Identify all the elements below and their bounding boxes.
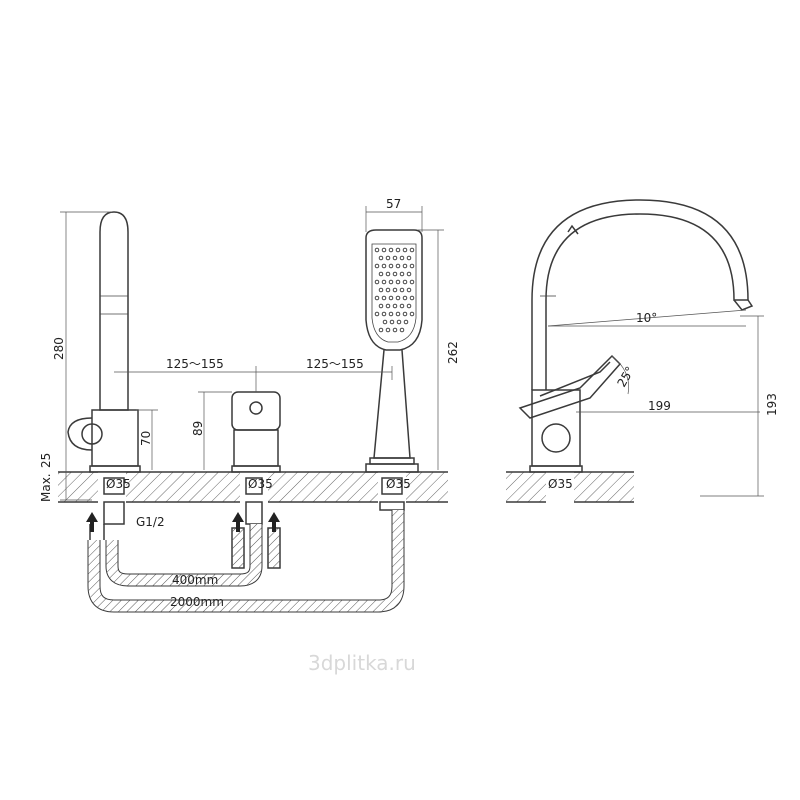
hole-mid-label: Ø35 [248, 477, 273, 491]
nozzle-dot [381, 311, 387, 317]
dim-max-label: Max. [39, 473, 53, 502]
dim-57: 57 [386, 197, 401, 211]
nozzle-dot [399, 303, 405, 309]
nozzle-dot [374, 279, 380, 285]
nozzle-dot [378, 255, 384, 261]
nozzle-dot [374, 247, 380, 253]
nozzle-dot [409, 279, 415, 285]
dim-spacing-left: 125～155 [166, 357, 224, 371]
dim-262: 262 [446, 341, 460, 364]
nozzle-dot [388, 295, 394, 301]
nozzle-dot [403, 319, 409, 325]
nozzle-dot [385, 287, 391, 293]
nozzle-dot [381, 295, 387, 301]
hand-shower-front [365, 229, 423, 511]
nozzle-dot [402, 279, 408, 285]
nozzle-dot [406, 271, 412, 277]
nozzle-dot [399, 327, 405, 333]
angle-spout-label: 10° [636, 311, 657, 325]
nozzle-dot [409, 263, 415, 269]
nozzle-dot [395, 311, 401, 317]
spout-side [518, 199, 754, 473]
nozzle-dot [395, 279, 401, 285]
nozzle-dot [388, 279, 394, 285]
nozzle-dot [378, 303, 384, 309]
nozzle-dot [381, 279, 387, 285]
nozzle-dot [374, 311, 380, 317]
dim-280: 280 [52, 337, 66, 360]
nozzle-dot [402, 247, 408, 253]
inlet-arrows [86, 512, 280, 532]
dim-spacing-right: 125～155 [306, 357, 364, 371]
dim-89: 89 [191, 421, 205, 436]
dim-193: 193 [765, 393, 779, 416]
handle-front [231, 391, 281, 525]
nozzle-dot [409, 295, 415, 301]
dim-70: 70 [139, 431, 153, 446]
dim-199: 199 [648, 399, 671, 413]
nozzle-dot [396, 319, 402, 325]
nozzle-dot [382, 319, 388, 325]
nozzle-dot [388, 247, 394, 253]
nozzle-dot [385, 303, 391, 309]
nozzle-dot [385, 327, 391, 333]
countertop-side [506, 471, 634, 504]
nozzle-dot [399, 255, 405, 261]
nozzle-dot [395, 295, 401, 301]
hose-long-label: 2000mm [170, 595, 224, 609]
dimension-lines [60, 206, 764, 501]
spout-front [67, 211, 141, 525]
nozzle-dot [385, 255, 391, 261]
nozzle-dot [406, 255, 412, 261]
nozzle-dot [378, 287, 384, 293]
nozzle-dot [406, 303, 412, 309]
nozzle-dot [392, 287, 398, 293]
nozzle-dot [406, 287, 412, 293]
nozzle-dot [388, 311, 394, 317]
angle-handle-label: 25° [614, 364, 637, 389]
hose-short-label: 400mm [172, 573, 218, 587]
hole-right-label: Ø35 [386, 477, 411, 491]
hole-left-label: Ø35 [106, 477, 131, 491]
nozzle-dot [409, 247, 415, 253]
nozzle-dot [409, 311, 415, 317]
watermark: 3dplitka.ru [308, 651, 416, 675]
nozzle-dot [378, 327, 384, 333]
nozzle-dot [374, 295, 380, 301]
shower-nozzles [374, 247, 415, 333]
nozzle-dot [385, 271, 391, 277]
nozzle-dot [392, 327, 398, 333]
hole-side-label: Ø35 [548, 477, 573, 491]
nozzle-dot [374, 263, 380, 269]
nozzle-dot [399, 271, 405, 277]
nozzle-dot [392, 271, 398, 277]
dim-25: 25 [39, 453, 53, 468]
nozzle-dot [378, 271, 384, 277]
thread-label: G1/2 [136, 515, 165, 529]
nozzle-dot [399, 287, 405, 293]
nozzle-dot [392, 255, 398, 261]
nozzle-dot [395, 247, 401, 253]
hoses [87, 510, 405, 613]
nozzle-dot [402, 311, 408, 317]
nozzle-dot [381, 263, 387, 269]
nozzle-dot [395, 263, 401, 269]
nozzle-dot [389, 319, 395, 325]
nozzle-dot [381, 247, 387, 253]
nozzle-dot [392, 303, 398, 309]
nozzle-dot [402, 263, 408, 269]
nozzle-dot [402, 295, 408, 301]
nozzle-dot [388, 263, 394, 269]
